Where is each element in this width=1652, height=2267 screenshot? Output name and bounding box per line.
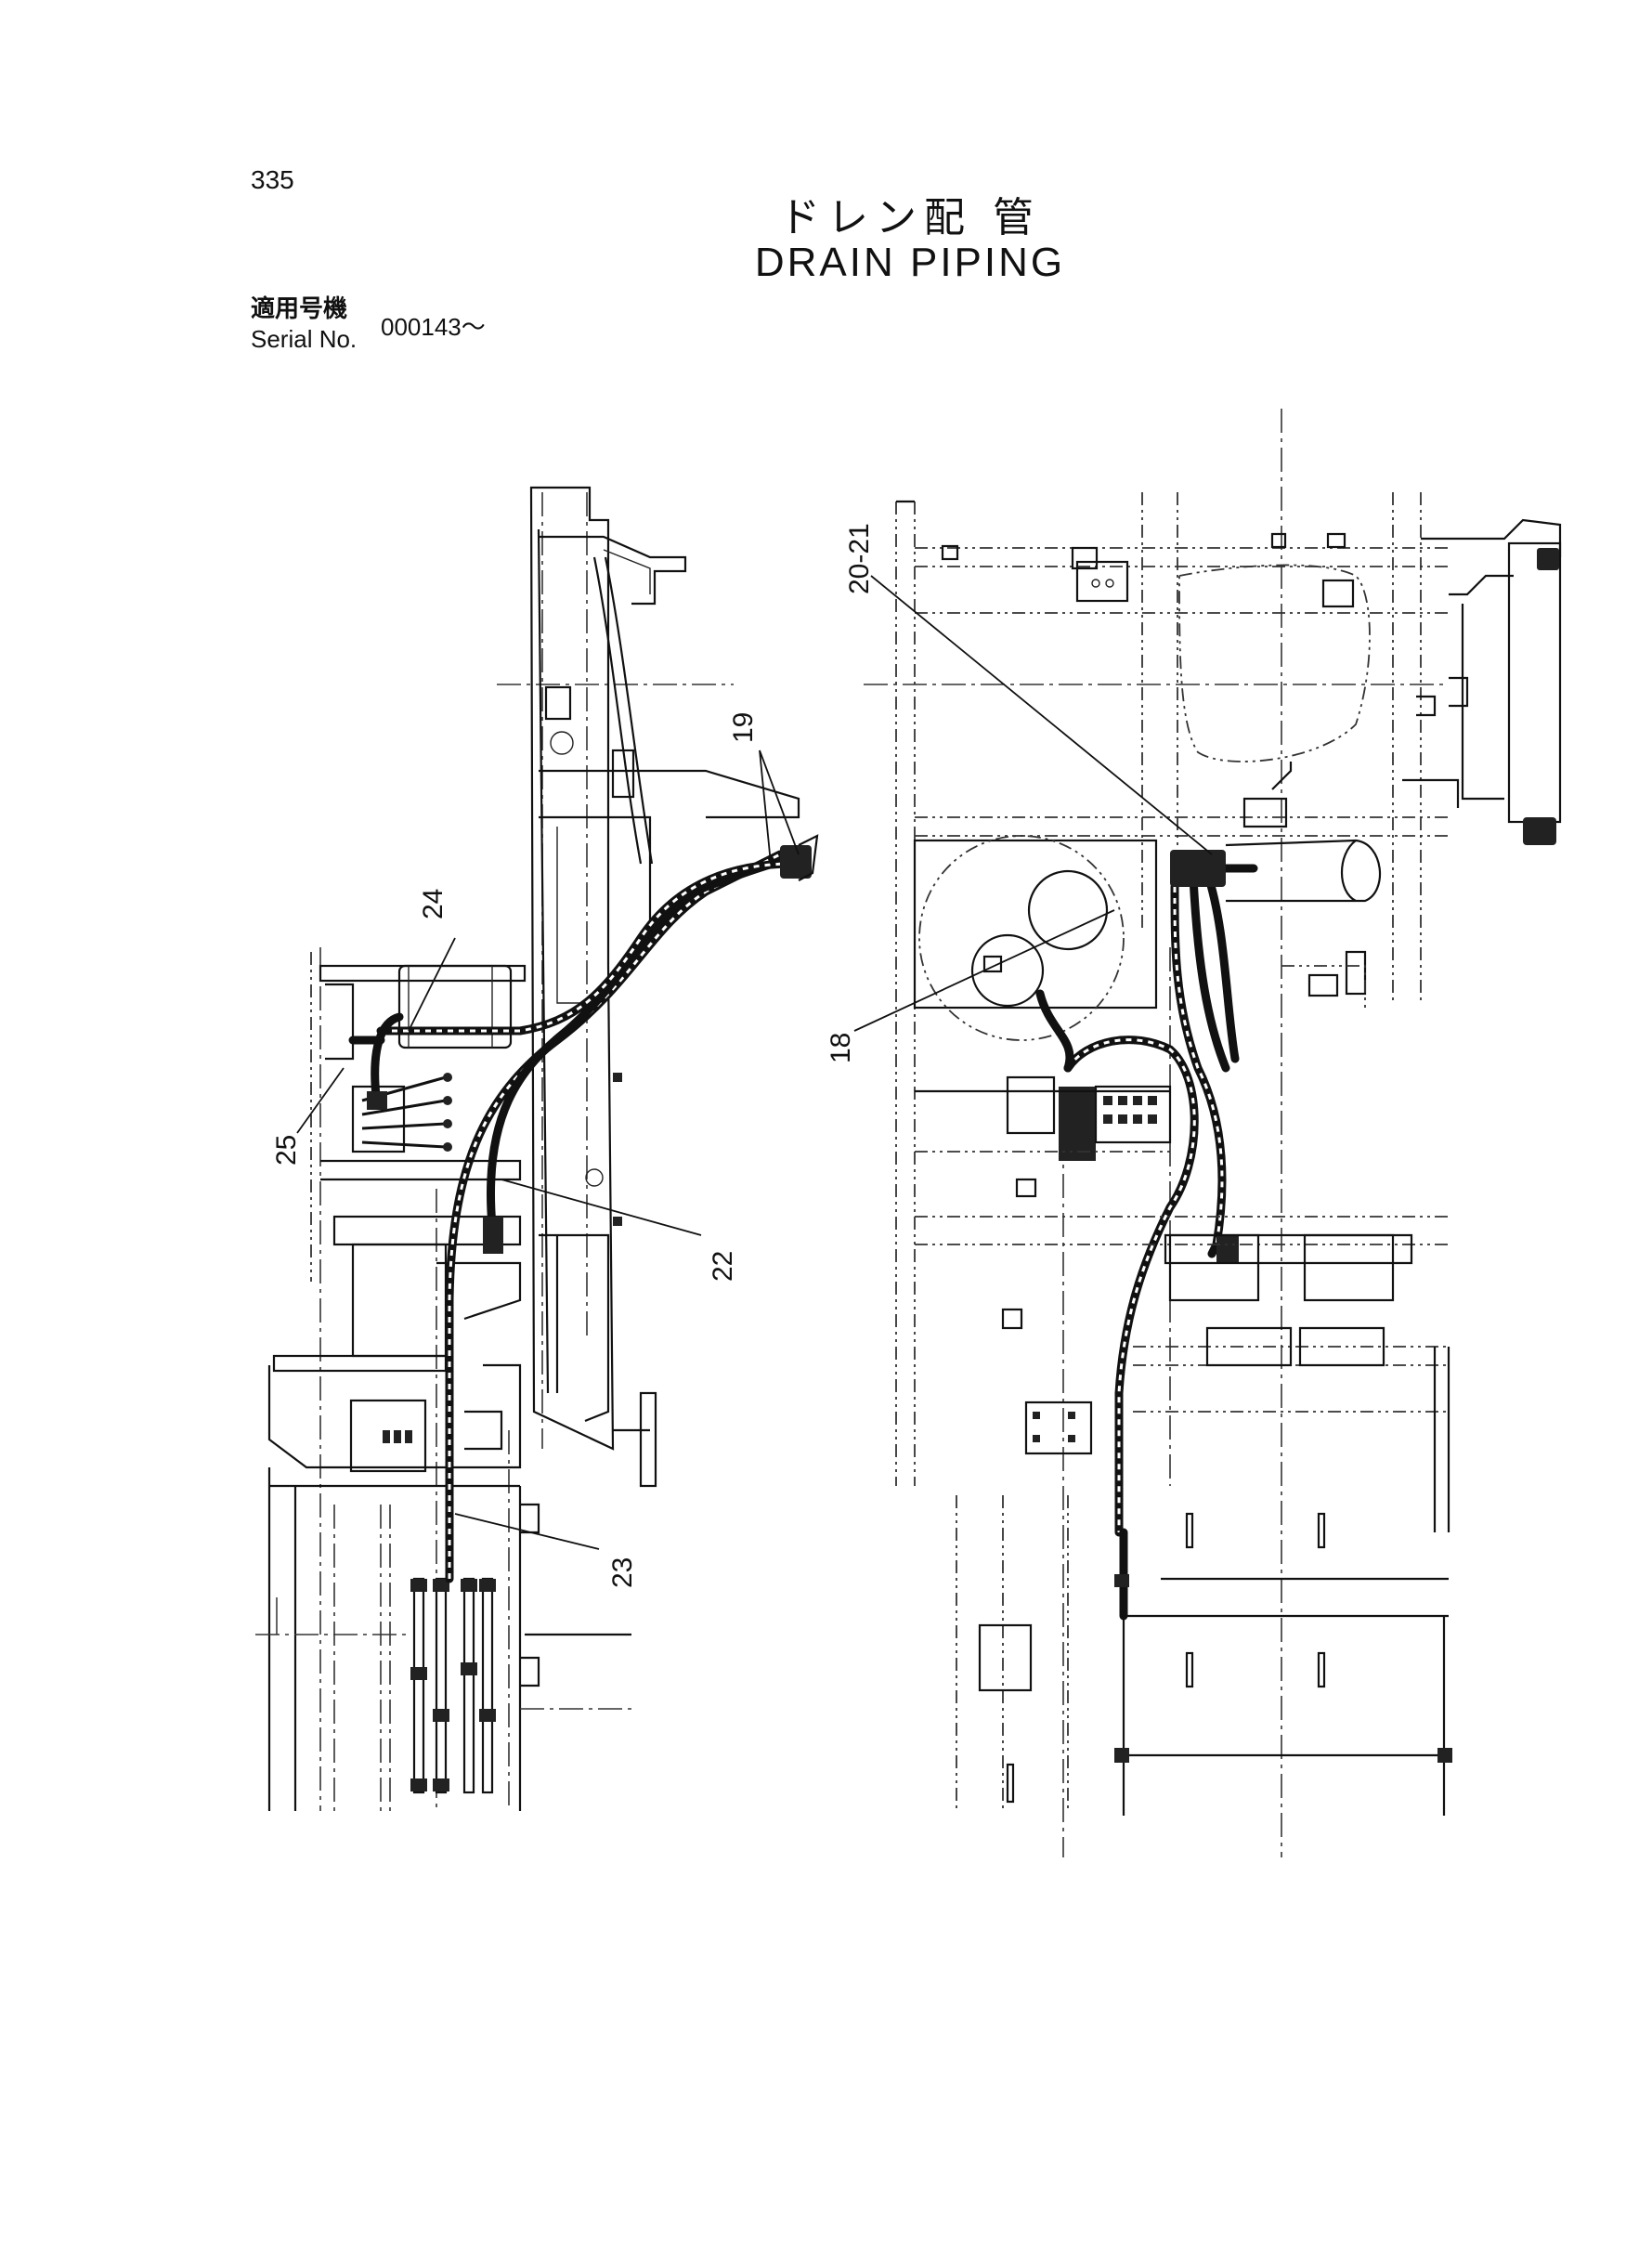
callout-23: 23 <box>607 1557 638 1588</box>
callout-22: 22 <box>708 1251 738 1282</box>
page-number: 335 <box>251 165 294 194</box>
serial-label-english: Serial No. <box>251 325 358 353</box>
title-japanese: ドレン配 管 <box>779 194 1041 241</box>
left-view: 24 19 25 22 23 <box>255 486 819 1811</box>
callout-19: 19 <box>728 712 759 743</box>
title-english: DRAIN PIPING <box>754 240 1066 285</box>
callout-25: 25 <box>271 1135 302 1166</box>
right-view: 18 <box>826 409 1562 1857</box>
callout-18: 18 <box>826 1033 856 1063</box>
callout-20-21: 20-21 <box>844 523 875 594</box>
serial-label-japanese: 適用号機 <box>251 295 348 323</box>
serial-value: 000143〜 <box>381 313 486 341</box>
callout-24: 24 <box>418 889 449 919</box>
